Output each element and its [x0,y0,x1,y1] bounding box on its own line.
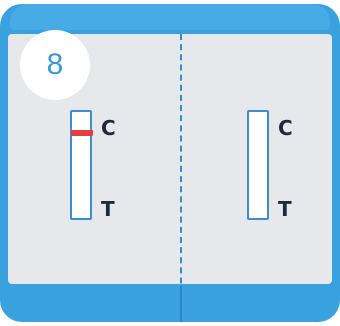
test-strip-left [70,110,93,220]
control-label-right: C [278,116,293,140]
control-label-left: C [101,116,116,140]
frame-bottom-divider [180,286,182,322]
frame-top-band [10,4,330,30]
test-label-right: T [278,197,292,221]
control-line-marker [71,130,93,136]
test-strip-right [247,110,269,220]
number-badge: 8 [20,30,90,100]
test-label-left: T [101,197,115,221]
panel-divider [180,34,182,314]
